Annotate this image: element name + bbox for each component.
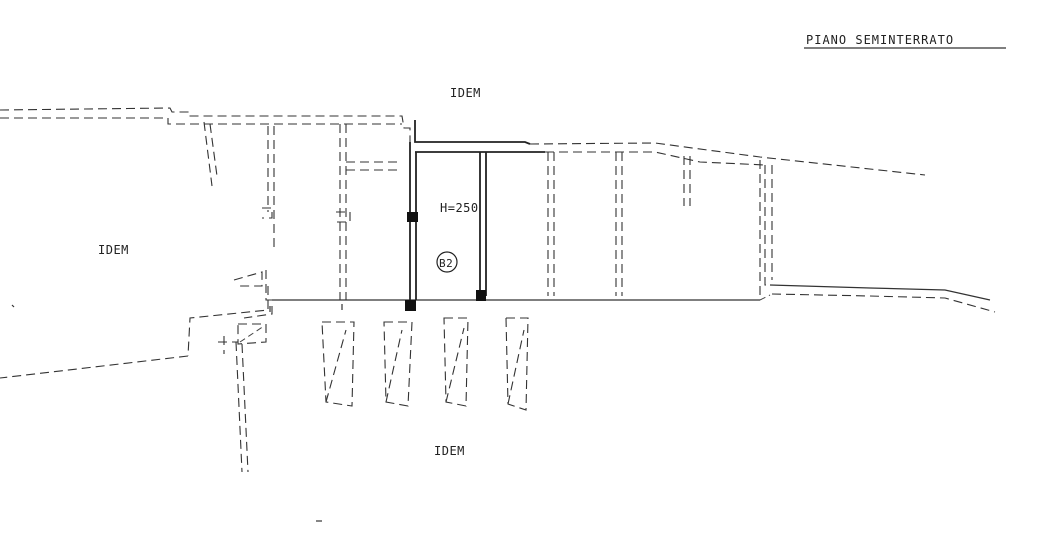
parking-bays [321, 317, 529, 411]
top-wall-right [529, 142, 926, 176]
idem-top-label: IDEM [450, 86, 481, 100]
interior-walls [203, 121, 761, 300]
idem-bottom-label: IDEM [434, 444, 465, 458]
height-label: H=250 [440, 201, 479, 215]
top-wall-left [0, 107, 411, 142]
left-entry-walls [0, 270, 273, 473]
bottom-wall [272, 294, 771, 301]
unit-tag-text: B2 [439, 257, 453, 270]
idem-left-label: IDEM [98, 243, 129, 257]
right-wall [764, 165, 996, 313]
pillar [476, 290, 486, 301]
pillar [405, 300, 416, 311]
plan-title: PIANO SEMINTERRATO [804, 33, 1006, 49]
unit-tag-circle [436, 251, 458, 273]
unit-tag: B2 [436, 251, 458, 273]
pillar [407, 212, 418, 222]
top-wall-solid [414, 120, 545, 153]
unit-b2-walls [405, 142, 487, 311]
plan-title-text: PIANO SEMINTERRATO [806, 33, 954, 47]
small-marks [11, 304, 343, 522]
